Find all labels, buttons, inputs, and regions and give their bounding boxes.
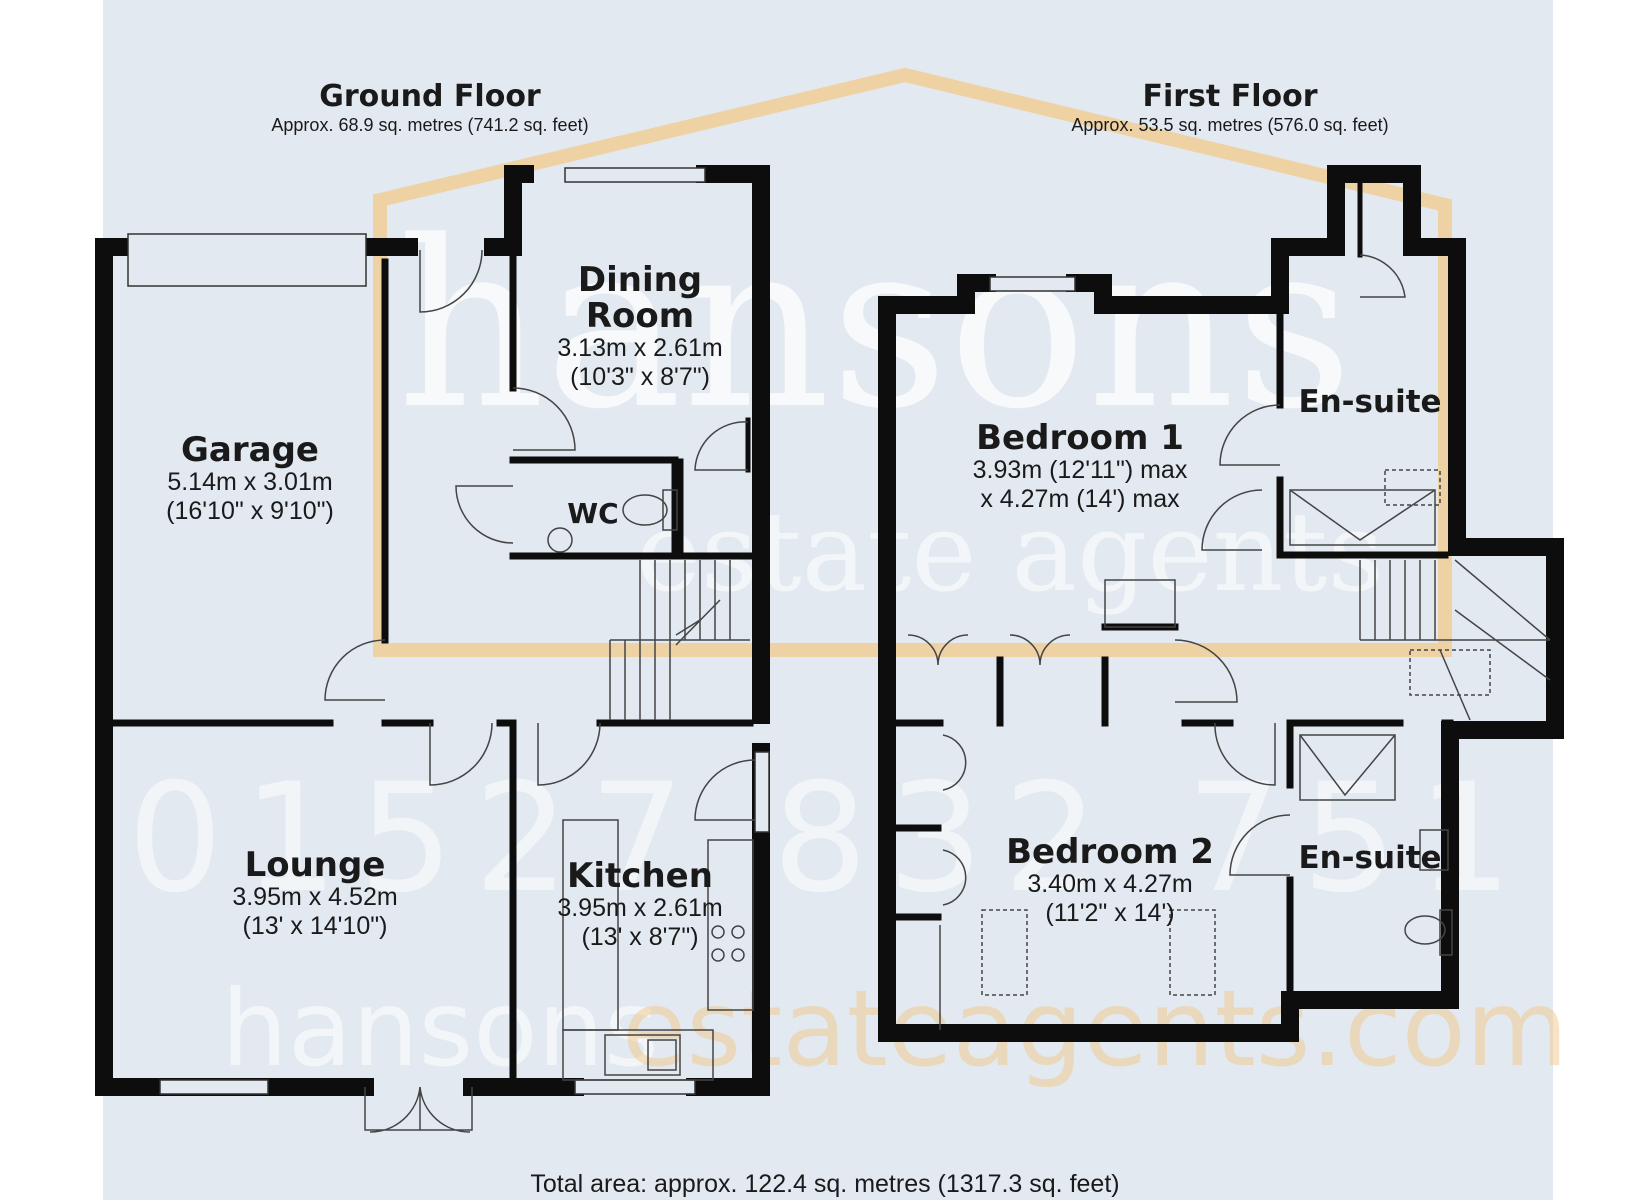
room-dimensions-metric: 3.13m x 2.61m [557, 334, 723, 362]
room-dimensions-metric: 5.14m x 3.01m [167, 468, 333, 496]
room-name: En-suite [1298, 840, 1442, 876]
first-floor-fixtures [907, 254, 1551, 1030]
room-name: Kitchen [567, 856, 713, 896]
room-name: Garage [181, 430, 319, 470]
ground-floor-fixtures [127, 167, 770, 1133]
room-dimensions-imperial: (10'3" x 8'7") [570, 363, 710, 391]
room-bedroom-2: Bedroom 2 3.40m x 4.27m (11'2" x 14') [980, 834, 1240, 928]
floor-area: Approx. 68.9 sq. metres (741.2 sq. feet) [271, 115, 589, 135]
room-kitchen: Kitchen 3.95m x 2.61m (13' x 8'7") [525, 858, 755, 952]
room-name: Bedroom 2 [1006, 832, 1214, 872]
room-dimensions-metric: 3.95m x 4.52m [232, 883, 398, 911]
first-floor-walls [878, 165, 1564, 1042]
room-dimensions-metric: 3.93m (12'11") max [972, 456, 1188, 484]
room-wc: WC [553, 496, 633, 532]
room-bedroom-1: Bedroom 1 3.93m (12'11") max x 4.27m (14… [920, 420, 1240, 514]
room-name: En-suite [1298, 384, 1442, 420]
floor-title: First Floor [1142, 79, 1318, 114]
room-dining: Dining Room 3.13m x 2.61m (10'3" x 8'7") [520, 262, 760, 392]
watermark-brand: hansons [397, 193, 1353, 460]
watermark-phone: 01527 832 751 [127, 752, 1532, 926]
room-dimensions-imperial: (11'2" x 14') [1045, 899, 1175, 927]
room-dimensions-metric: 3.95m x 2.61m [557, 894, 723, 922]
room-name: Bedroom 1 [976, 418, 1184, 458]
floor-area: Approx. 53.5 sq. metres (576.0 sq. feet) [1071, 115, 1389, 135]
room-dimensions-metric: 3.40m x 4.27m [1027, 870, 1193, 898]
total-area: Total area: approx. 122.4 sq. metres (13… [530, 1170, 1120, 1198]
room-name: Lounge [244, 845, 386, 885]
room-dimensions-imperial: (13' x 8'7") [581, 923, 699, 951]
room-ensuite-2: En-suite [1292, 840, 1448, 876]
room-name: Dining Room [577, 260, 703, 336]
ground-floor-walls [95, 165, 770, 1096]
room-dimensions-imperial: (13' x 14'10") [242, 912, 388, 940]
room-lounge: Lounge 3.95m x 4.52m (13' x 14'10") [195, 847, 435, 941]
first-floor-heading: First Floor Approx. 53.5 sq. metres (576… [1030, 80, 1430, 136]
room-ensuite-1: En-suite [1290, 384, 1450, 420]
ground-floor-heading: Ground Floor Approx. 68.9 sq. metres (74… [250, 80, 610, 136]
room-dimensions-imperial: x 4.27m (14') max [980, 485, 1180, 513]
room-dimensions-imperial: (16'10" x 9'10") [166, 497, 334, 525]
watermark-site-a: hansons [221, 968, 659, 1090]
room-name: WC [567, 497, 619, 530]
watermark-house-outline [373, 67, 1452, 657]
floor-title: Ground Floor [319, 79, 541, 114]
room-garage: Garage 5.14m x 3.01m (16'10" x 9'10") [130, 432, 370, 526]
